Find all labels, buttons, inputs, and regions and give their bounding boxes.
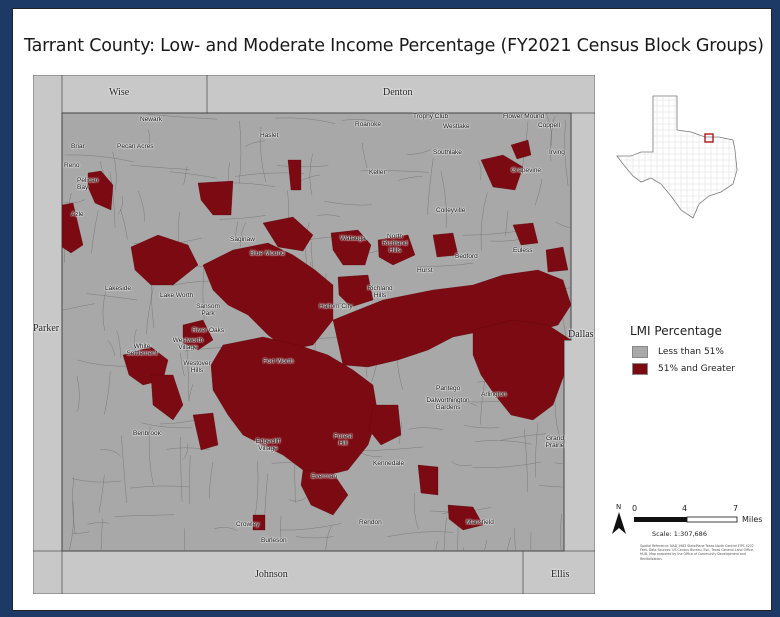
place-label: Hurst (417, 267, 433, 274)
legend-swatch-red (632, 363, 648, 375)
place-label: Burleson (261, 537, 287, 544)
place-label: River Oaks (192, 327, 225, 334)
place-label: Westover Hills (183, 360, 211, 374)
scale-bar-graphic (634, 516, 738, 523)
place-label: Reno (64, 162, 80, 169)
scale-unit: Miles (742, 515, 763, 524)
legend-item-less: Less than 51% (632, 346, 724, 358)
county-label-denton: Denton (383, 87, 413, 98)
place-label: Lakeside (105, 285, 132, 292)
scale-bar: N 0 4 7 Miles Scale: 1:307,686 (608, 500, 768, 560)
scale-tick-0: 0 (632, 504, 638, 513)
legend-label: 51% and Greater (658, 364, 735, 374)
place-label: Haslet (260, 132, 279, 139)
place-label: Lake Worth (160, 292, 194, 299)
texas-outline (616, 95, 738, 219)
place-label: Everman (311, 473, 338, 480)
texas-locator-map (616, 95, 738, 219)
place-label: Mansfield (466, 519, 494, 526)
place-label: Azle (71, 211, 84, 218)
scale-tick-7: 7 (733, 504, 739, 513)
county-label-ellis: Ellis (551, 569, 570, 580)
place-label: Grand Prairie (545, 435, 565, 449)
county-map-svg (33, 75, 595, 594)
scale-ratio: Scale: 1:307,686 (652, 530, 707, 538)
place-label: Westworth Village (172, 337, 204, 351)
place-label: Irving (549, 149, 565, 156)
place-label: Arlington (481, 391, 507, 398)
place-label: Benbrook (133, 430, 161, 437)
place-label: North Richland Hills (382, 233, 408, 254)
place-label: Southlake (433, 149, 462, 156)
tarrant-locator-box (704, 133, 714, 143)
place-label: Colleyville (436, 207, 466, 214)
county-label-parker: Parker (33, 323, 60, 334)
legend-label: Less than 51% (658, 347, 724, 357)
place-label: Trophy Club (413, 113, 449, 120)
lmi-high-regions (62, 139, 571, 531)
legend-title: LMI Percentage (630, 324, 722, 338)
place-label: Pelican Bay (77, 177, 99, 191)
place-label: Pecan Acres (117, 143, 154, 150)
place-label: Crowley (236, 521, 260, 528)
place-label: Sansom Park (196, 303, 220, 317)
legend-item-greater: 51% and Greater (632, 363, 735, 375)
place-label: Pantego (436, 385, 461, 392)
place-label: White Settlement (126, 343, 158, 357)
legend-swatch-gray (632, 346, 648, 358)
main-map: Wise Denton Parker Dallas Johnson Ellis … (33, 75, 595, 594)
place-label: Blue Mound (250, 250, 285, 257)
county-label-dallas: Dallas (568, 329, 594, 340)
place-label: Keller (369, 169, 386, 176)
place-label: Fort Worth (263, 358, 294, 365)
scale-tick-4: 4 (682, 504, 688, 513)
place-label: Edgecliff Village (255, 438, 281, 452)
place-label: Newark (140, 116, 163, 123)
place-label: Coppell (538, 122, 561, 129)
place-label: Bedford (455, 253, 478, 260)
place-label: Briar (71, 143, 85, 150)
place-label: Kennedale (373, 460, 405, 467)
county-label-wise: Wise (109, 87, 130, 98)
place-label: Westlake (443, 123, 470, 130)
county-label-johnson: Johnson (255, 569, 288, 580)
north-arrow-icon (612, 512, 626, 534)
place-label: Dalworthington Gardens (426, 397, 470, 411)
place-label: Grapevine (511, 167, 541, 174)
place-label: Watauga (340, 235, 366, 242)
north-label: N (616, 503, 622, 511)
place-label: Flower Mound (503, 113, 545, 120)
map-title: Tarrant County: Low- and Moderate Income… (24, 36, 764, 56)
place-label: Richland Hills (367, 285, 393, 299)
place-label: Roanoke (355, 121, 382, 128)
place-label: Rendon (359, 519, 382, 526)
map-credits: Spatial Reference: NAD 1983 StatePlane T… (640, 544, 754, 561)
place-label: Haltom City (319, 303, 353, 310)
place-label: Forest Hill (333, 433, 353, 447)
place-label: Saginaw (230, 236, 255, 243)
place-label: Euless (513, 247, 533, 254)
